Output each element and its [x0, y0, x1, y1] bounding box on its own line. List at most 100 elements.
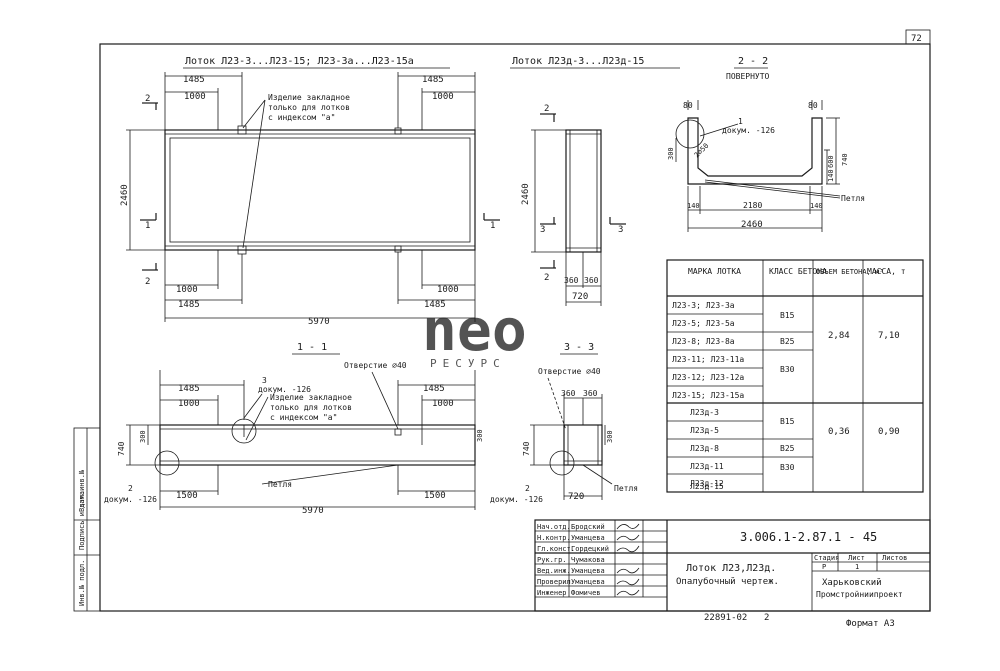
plan-b-mark-3-right: 3	[618, 225, 623, 235]
table-mark-9: Л23д-8	[690, 444, 719, 453]
section-33-dim-360-right: 360	[583, 389, 598, 398]
section-22-doc126: докум. -126	[722, 126, 775, 135]
table-header-mass: МАССА, т	[867, 267, 906, 276]
plan-b-mark-2-top: 2	[544, 104, 549, 114]
section-11-title: 1 - 1	[297, 342, 327, 353]
plan-a-dim-1000-bottom-right: 1000	[437, 285, 459, 295]
tb-doc-code: 3.006.1-2.87.1 - 45	[740, 530, 877, 544]
table-class-4: В15	[780, 417, 795, 426]
section-33-title: 3 - 3	[564, 342, 594, 353]
section-22-dim-radius: 2⌀50	[693, 142, 711, 160]
title-block	[534, 519, 931, 612]
section-22-dim-140-right: 140	[810, 202, 823, 210]
plan-b-dim-360-right: 360	[584, 276, 599, 285]
plan-b-dim-2460: 2460	[521, 183, 531, 205]
section-22-dim-2460: 2460	[741, 220, 763, 230]
section-11-note-line-1: Изделие закладное	[270, 393, 352, 402]
sheet-frame	[99, 43, 931, 612]
section-22-dim-300: 300	[667, 147, 675, 160]
table-mark-12: Л23д-15	[690, 482, 724, 491]
section-11-note-line-3: с индексом "а"	[270, 413, 337, 422]
plan-a-note-line-3: с индексом "а"	[268, 113, 335, 122]
table-volume-1: 2,84	[828, 331, 850, 341]
plan-b-dim-360-left: 360	[564, 276, 579, 285]
section-11-note-line-2: только для лотков	[270, 403, 352, 412]
section-22-dim-140-v: 140	[827, 169, 835, 182]
section-11-hole: Отверстие ⌀40	[344, 361, 407, 370]
footer-num: 2	[764, 613, 769, 623]
plan-a-dim-1485-bottom-left: 1485	[178, 300, 200, 310]
tb-sheet-head: Лист	[848, 554, 865, 562]
section-22-dim-2180: 2180	[743, 201, 762, 210]
section-33-dim-300: 300	[606, 430, 614, 443]
plan-a-drawing	[126, 72, 500, 322]
tb-title-line-1: Лоток Л23,Л23д.	[686, 563, 776, 574]
section-11-dim-300-left: 300	[139, 430, 147, 443]
plan-a-mark-1-left: 1	[145, 221, 150, 231]
side-stamp-sign: Подпись и дата	[78, 491, 86, 550]
tb-sheet: 1	[855, 563, 859, 571]
table-header-mark: МАРКА ЛОТКА	[688, 267, 741, 276]
spec-table	[666, 259, 924, 493]
section-11-dim-5970: 5970	[302, 506, 324, 516]
table-class-1: В15	[780, 311, 795, 320]
page-number-box	[905, 29, 931, 45]
section-33-hole: Отверстие ⌀40	[538, 367, 601, 376]
svg-text:neo: neo	[422, 296, 527, 364]
plan-a-mark-2-bottom: 2	[145, 277, 150, 287]
table-class-6: В30	[780, 463, 795, 472]
section-33-loop: Петля	[614, 484, 638, 493]
tb-title-line-2: Опалубочный чертеж.	[676, 576, 779, 587]
plan-a-title: Лоток Л23-3...Л23-15; Л23-3а...Л23-15а	[185, 56, 414, 67]
tb-role-2: Н.контр.	[537, 534, 571, 542]
plan-a-dim-2460: 2460	[120, 184, 130, 206]
plan-b-mark-3-left: 3	[540, 225, 545, 235]
section-11-doc126-bottom: докум. -126	[104, 495, 157, 504]
plan-a-dim-1485-top-left: 1485	[183, 75, 205, 85]
table-volume-2: 0,36	[828, 427, 850, 437]
tb-stage: Р	[822, 563, 826, 571]
tb-role-3: Гл.конст.	[537, 545, 575, 553]
table-mark-8: Л23д-5	[690, 426, 719, 435]
tb-role-1: Нач.отд.	[537, 523, 571, 531]
section-11-dim-1000-left: 1000	[178, 399, 200, 409]
plan-b-dim-720: 720	[572, 292, 588, 302]
tb-org-line-1: Харьковский	[822, 578, 882, 588]
table-class-2: В25	[780, 337, 795, 346]
svg-text:РЕСУРС: РЕСУРС	[430, 357, 506, 370]
plan-a-dim-1000-bottom-left: 1000	[176, 285, 198, 295]
section-11-dim-1485-right: 1485	[423, 384, 445, 394]
table-header-volume: ОБЪЕМ БЕТОНА, м³	[816, 268, 883, 276]
table-mass-1: 7,10	[878, 331, 900, 341]
table-mark-3: Л23-8; Л23-8а	[672, 337, 735, 346]
plan-a-dim-5970: 5970	[308, 317, 330, 327]
section-33-dim-740: 740	[522, 441, 531, 456]
footer-inv-number: 22891-02	[704, 613, 747, 623]
tb-role-5: Вед.инж.	[537, 567, 571, 575]
section-11-doc126: докум. -126	[258, 385, 311, 394]
plan-a-dim-1000-top-right: 1000	[432, 92, 454, 102]
table-mark-11: Л23д-12	[690, 479, 724, 488]
table-class-3: В30	[780, 365, 795, 374]
plan-a-dim-1485-top-right: 1485	[422, 75, 444, 85]
tb-name-2: Уманцева	[571, 534, 605, 542]
plan-b-title: Лоток Л23д-3...Л23д-15	[512, 56, 644, 67]
table-class-5: В25	[780, 444, 795, 453]
section-33-mark-2: 2	[525, 484, 530, 493]
tb-name-4: Чумакова	[571, 556, 605, 564]
plan-a-mark-2-top: 2	[145, 94, 150, 104]
side-stamp-replace: Взам.инв.№	[78, 469, 86, 512]
table-mark-7: Л23д-3	[690, 408, 719, 417]
tb-role-6: Проверил	[537, 578, 571, 586]
table-mark-5: Л23-12; Л23-12а	[672, 373, 744, 382]
section-11-mark-2: 2	[128, 484, 133, 493]
plan-b-mark-2-bottom: 2	[544, 273, 549, 283]
tb-role-4: Рук.гр.	[537, 556, 567, 564]
section-11-dim-740: 740	[117, 441, 126, 456]
section-22-subtitle: ПОВЕРНУТО	[726, 72, 770, 81]
watermark-logo: neo РЕСУРС	[422, 296, 527, 370]
section-33-drawing	[530, 377, 613, 500]
table-mark-2: Л23-5; Л23-5а	[672, 319, 735, 328]
